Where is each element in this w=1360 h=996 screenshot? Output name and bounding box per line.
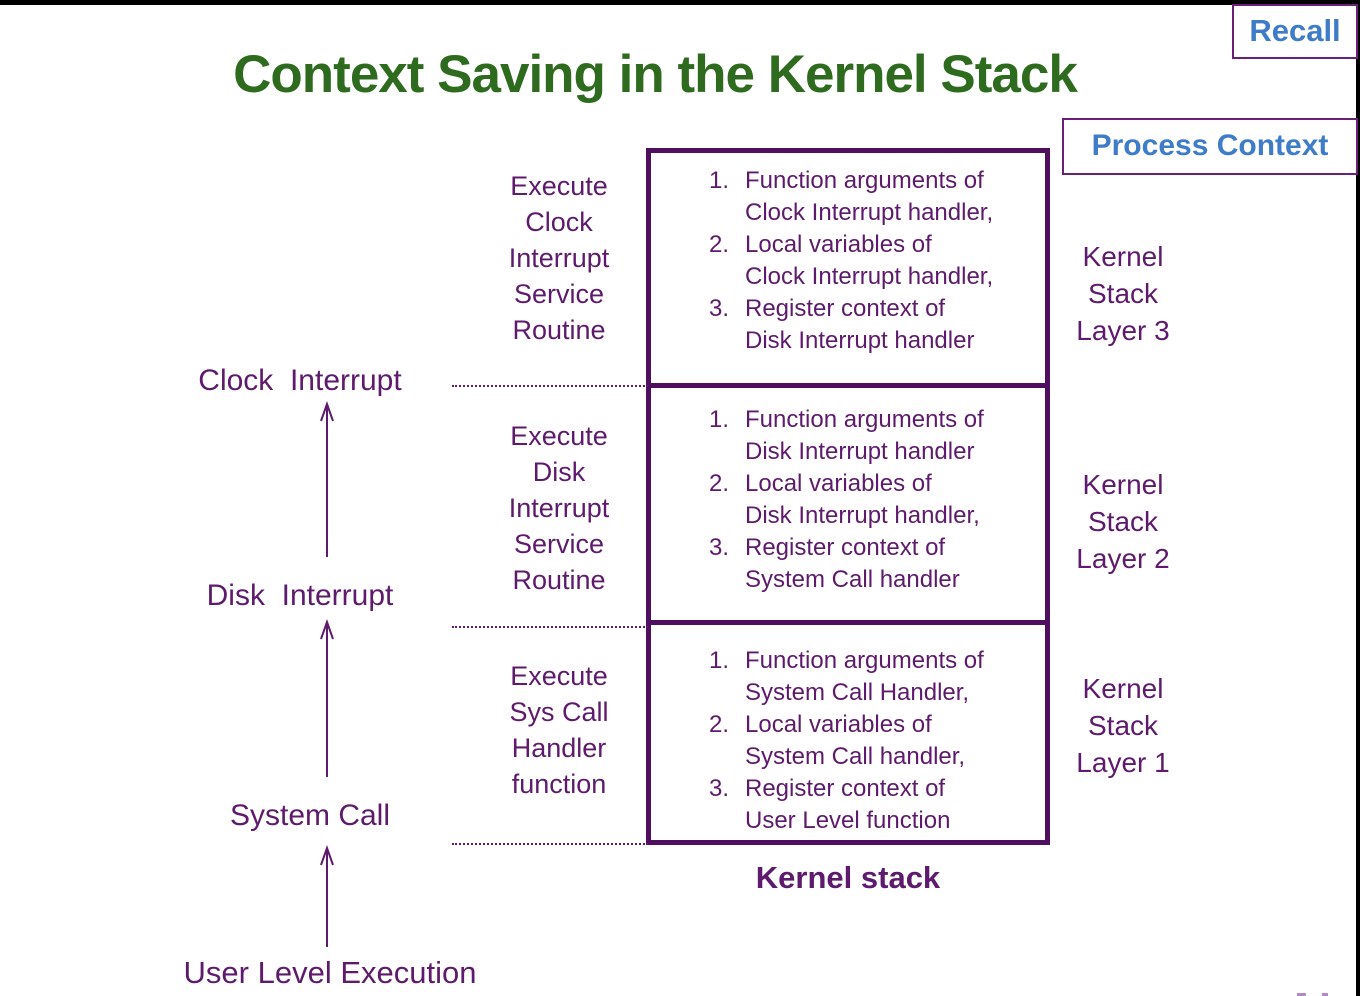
item-text: Disk Interrupt handler [745, 327, 975, 354]
side-label-line: Layer 3 [1076, 315, 1170, 346]
stack-item: 3. Register context of User Level functi… [651, 773, 1045, 837]
recall-badge: Recall [1232, 4, 1358, 59]
side-label-line: Kernel [1082, 469, 1164, 500]
item-text: Disk Interrupt handler, [745, 502, 980, 529]
exec-line: function [511, 769, 607, 799]
item-number: 3. [709, 775, 730, 802]
exec-line: Execute [510, 421, 608, 451]
item-text: Clock Interrupt handler, [745, 263, 994, 290]
exec-line: Handler [511, 733, 607, 763]
item-text: Register context of [745, 534, 946, 561]
item-text: Register context of [745, 775, 946, 802]
side-label-line: Layer 2 [1076, 543, 1170, 574]
kernel-stack-layer-1-label: Kernel Stack Layer 1 [1058, 670, 1188, 781]
item-text: Function arguments of [745, 167, 984, 194]
item-text: Function arguments of [745, 647, 984, 674]
kernel-stack-layer-1-box: 1. Function arguments of System Call Han… [646, 620, 1050, 845]
kernel-stack-layer-2-label: Kernel Stack Layer 2 [1058, 466, 1188, 577]
item-number: 2. [709, 470, 730, 497]
kernel-stack-layer-2-box: 1. Function arguments of Disk Interrupt … [646, 383, 1050, 625]
kernel-stack-layer-3-box: 1. Function arguments of Clock Interrupt… [646, 148, 1050, 388]
system-call-label: System Call [229, 799, 391, 832]
item-text: Register context of [745, 295, 946, 322]
top-black-bar [0, 0, 1360, 5]
stack-item: 3. Register context of Disk Interrupt ha… [651, 293, 1045, 357]
execute-clock-isr-label: Execute Clock Interrupt Service Routine [478, 168, 640, 348]
stack-item: 2. Local variables of Disk Interrupt han… [651, 468, 1045, 532]
item-number: 1. [709, 647, 730, 674]
page-number-clipped [1322, 993, 1328, 996]
exec-line: Service [513, 529, 605, 559]
item-text: System Call Handler, [745, 679, 970, 706]
up-arrow-icon [320, 844, 334, 947]
stack-item: 1. Function arguments of Disk Interrupt … [651, 404, 1045, 468]
page-title: Context Saving in the Kernel Stack [233, 45, 1078, 104]
item-number: 3. [709, 534, 730, 561]
execute-disk-isr-label: Execute Disk Interrupt Service Routine [478, 418, 640, 598]
item-text: Clock Interrupt handler, [745, 199, 994, 226]
item-text: Local variables of [745, 470, 932, 497]
item-number: 1. [709, 406, 730, 433]
layer-boundary-dotted-line [452, 385, 648, 387]
right-black-bar [1356, 0, 1360, 996]
stack-item: 1. Function arguments of Clock Interrupt… [651, 165, 1045, 229]
exec-line: Execute [510, 661, 608, 691]
side-label-line: Layer 1 [1076, 747, 1170, 778]
kernel-stack-layer-3-label: Kernel Stack Layer 3 [1058, 238, 1188, 349]
item-number: 2. [709, 231, 730, 258]
item-text: System Call handler, [745, 743, 966, 770]
item-number: 2. [709, 711, 730, 738]
stack-item: 1. Function arguments of System Call Han… [651, 645, 1045, 709]
exec-line: Routine [512, 565, 606, 595]
side-label-line: Kernel [1082, 673, 1164, 704]
execute-syscall-handler-label: Execute Sys Call Handler function [478, 658, 640, 802]
page-number-clipped [1297, 993, 1306, 996]
exec-line: Routine [512, 315, 606, 345]
kernel-stack-caption: Kernel stack [755, 860, 941, 895]
exec-line: Interrupt [508, 243, 610, 273]
item-text: User Level function [745, 807, 951, 834]
up-arrow-icon [320, 400, 334, 557]
item-number: 3. [709, 295, 730, 322]
item-text: Disk Interrupt handler [745, 438, 975, 465]
exec-line: Sys Call [509, 697, 609, 727]
clock-interrupt-label: Clock Interrupt [198, 364, 402, 397]
disk-interrupt-label: Disk Interrupt [206, 579, 394, 612]
item-text: System Call handler [745, 566, 960, 593]
exec-line: Clock [525, 207, 593, 237]
up-arrow-icon [320, 618, 334, 777]
item-text: Function arguments of [745, 406, 984, 433]
stack-item: 2. Local variables of System Call handle… [651, 709, 1045, 773]
stack-item: 2. Local variables of Clock Interrupt ha… [651, 229, 1045, 293]
user-level-execution-label: User Level Execution [183, 955, 477, 990]
item-number: 1. [709, 167, 730, 194]
item-text: Local variables of [745, 711, 932, 738]
side-label-line: Stack [1087, 710, 1159, 741]
item-text: Local variables of [745, 231, 932, 258]
layer-boundary-dotted-line [452, 843, 648, 845]
exec-line: Disk [532, 457, 586, 487]
process-context-badge: Process Context [1062, 118, 1358, 175]
side-label-line: Stack [1087, 506, 1159, 537]
exec-line: Interrupt [508, 493, 610, 523]
exec-line: Service [513, 279, 605, 309]
side-label-line: Stack [1087, 278, 1159, 309]
side-label-line: Kernel [1082, 241, 1164, 272]
stack-item: 3. Register context of System Call handl… [651, 532, 1045, 596]
exec-line: Execute [510, 171, 608, 201]
layer-boundary-dotted-line [452, 626, 648, 628]
